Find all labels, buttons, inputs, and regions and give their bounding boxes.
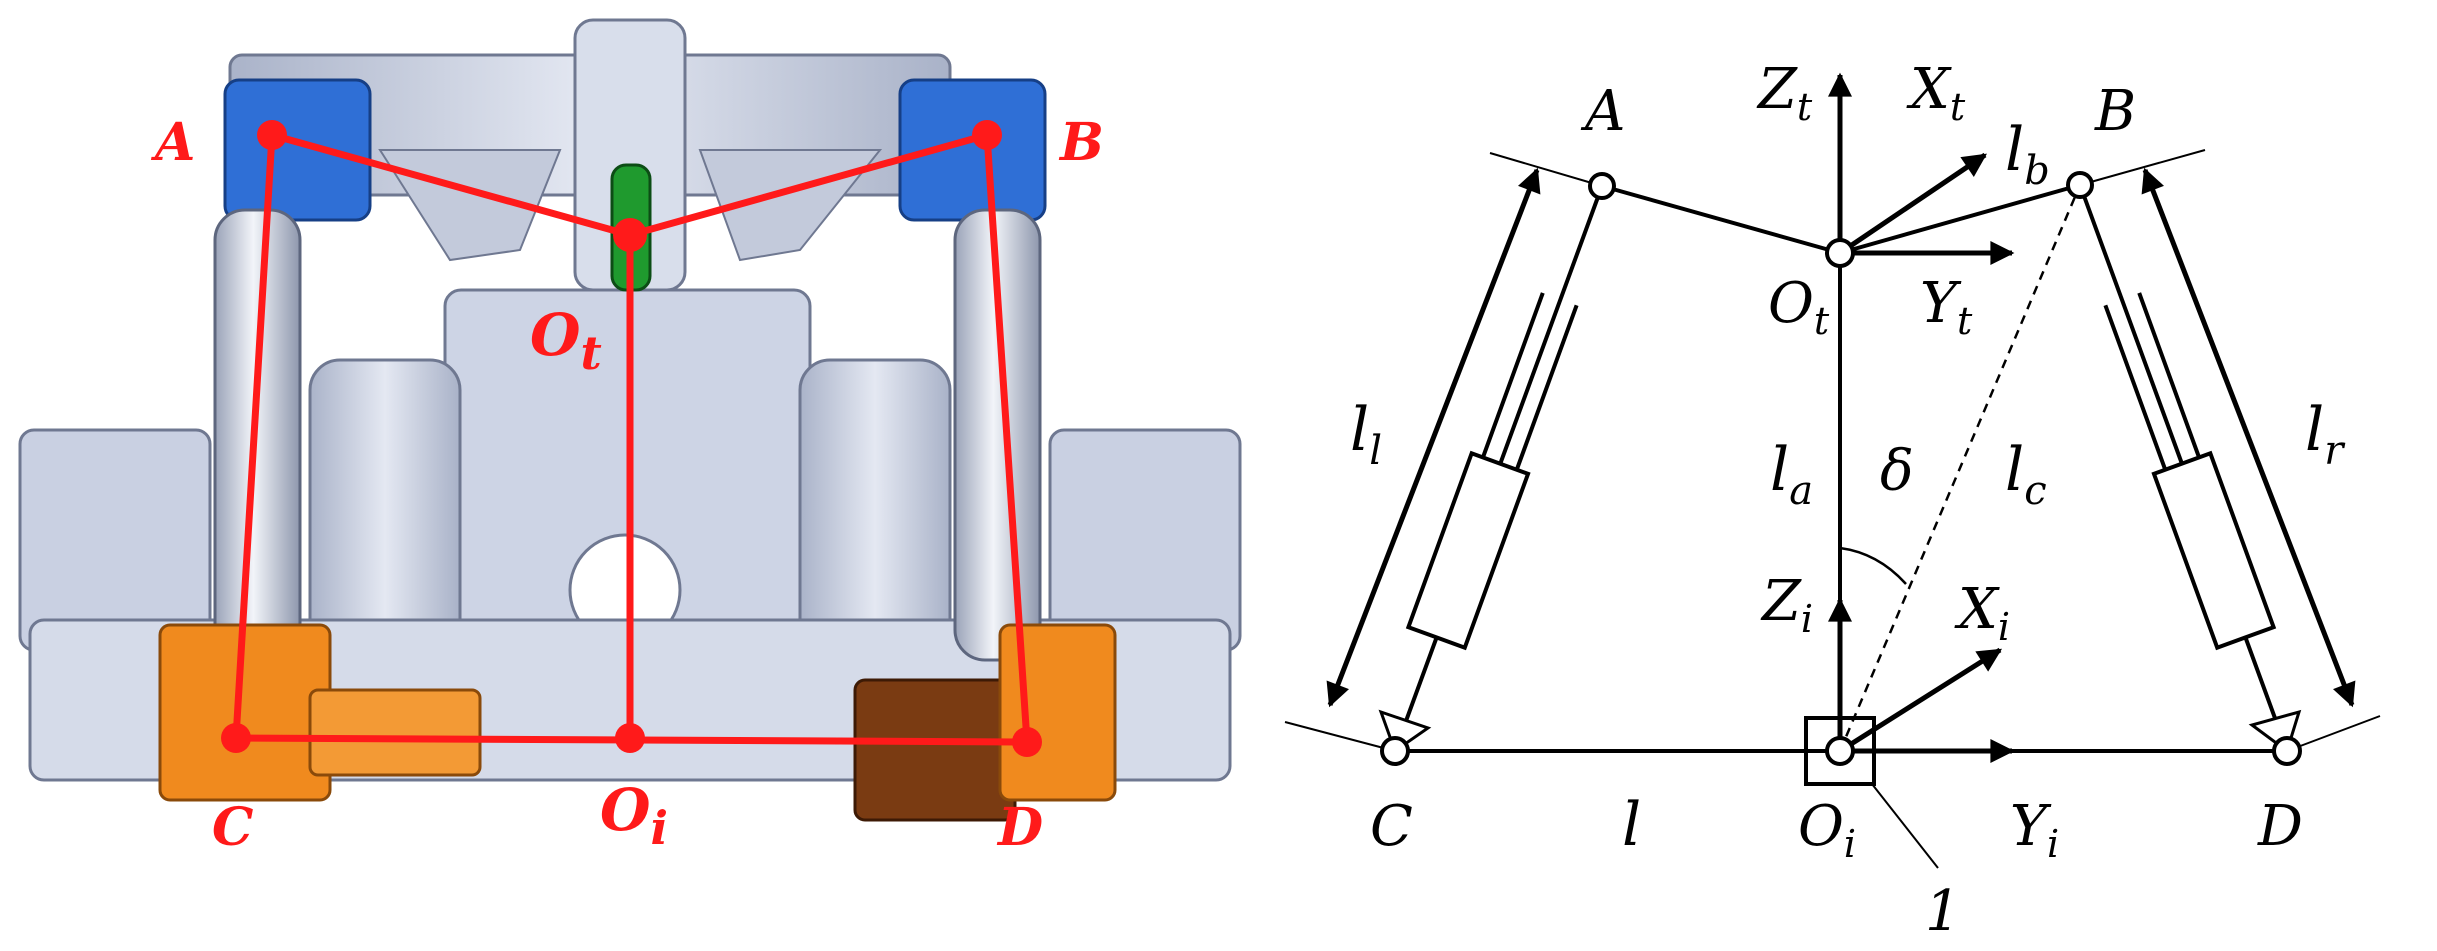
kinematic-schematic bbox=[1284, 72, 2381, 869]
bracket-orange-left bbox=[158, 623, 332, 802]
damper-right bbox=[953, 208, 1042, 662]
joint-B-schematic bbox=[2066, 171, 2094, 199]
ext-A bbox=[1489, 152, 1603, 187]
joint-B bbox=[972, 120, 1002, 150]
ext-D bbox=[2286, 715, 2381, 752]
axis-Xi bbox=[1838, 647, 2003, 754]
label-callout-1: 1 bbox=[1925, 879, 1961, 944]
joint-A bbox=[257, 120, 287, 150]
label-Xt: Xt bbox=[1906, 57, 1966, 129]
label-Oi: Oi bbox=[1798, 794, 1856, 866]
damper-symbol-right bbox=[2103, 292, 2277, 651]
joint-D bbox=[1012, 727, 1042, 757]
label-la: la bbox=[1770, 435, 1813, 514]
label-D-left: D bbox=[996, 797, 1043, 858]
label-Ot: Ot bbox=[1768, 271, 1830, 343]
joint-Ot-schematic bbox=[1825, 238, 1855, 268]
label-A: A bbox=[1580, 79, 1625, 144]
joint-A-schematic bbox=[1588, 172, 1616, 200]
callout-leader bbox=[1871, 783, 1939, 869]
angle-arc-delta bbox=[1839, 546, 1907, 585]
axis-Xt bbox=[1838, 152, 1987, 256]
label-C-left: C bbox=[212, 797, 253, 858]
label-Zi: Zi bbox=[1760, 569, 1813, 641]
mount-blue-left bbox=[223, 78, 372, 222]
label-B-left: B bbox=[1058, 112, 1104, 173]
joint-Oi bbox=[615, 723, 645, 753]
joint-C bbox=[221, 723, 251, 753]
side-block-right bbox=[1048, 428, 1242, 652]
bogie-cad-render: A B C D Ot Oi bbox=[18, 18, 1242, 858]
mechanism-joints bbox=[221, 120, 1042, 757]
drum-left bbox=[308, 358, 462, 662]
link-A-Ot bbox=[1601, 184, 1841, 255]
label-l: l bbox=[1622, 790, 1641, 860]
label-Yt: Yt bbox=[1920, 271, 1973, 343]
label-lc: lc bbox=[2005, 435, 2047, 514]
diag-Oi-B bbox=[1838, 184, 2082, 752]
link-Ot-B bbox=[1839, 183, 2081, 255]
label-Zt: Zt bbox=[1756, 57, 1813, 129]
arrow-ll bbox=[1326, 167, 1541, 708]
label-Yi: Yi bbox=[2010, 794, 2059, 866]
label-delta: δ bbox=[1880, 439, 1914, 504]
label-B: B bbox=[2094, 79, 2136, 144]
drum-right bbox=[798, 358, 952, 662]
joint-Oi-schematic bbox=[1825, 736, 1855, 766]
label-lr: lr bbox=[2305, 395, 2346, 474]
base-square bbox=[1804, 716, 1876, 786]
joint-D-schematic bbox=[2272, 736, 2302, 766]
joint-Ot bbox=[613, 218, 647, 252]
label-ll: ll bbox=[1350, 395, 1382, 474]
label-lb: lb bbox=[2005, 115, 2050, 194]
bracket-orange-right bbox=[998, 623, 1117, 802]
label-D: D bbox=[2257, 794, 2303, 859]
schematic-joints bbox=[1380, 171, 2302, 766]
label-A-left: A bbox=[150, 112, 195, 173]
damper-symbol-left bbox=[1405, 292, 1579, 651]
side-block-left bbox=[18, 428, 212, 652]
arrow-lr bbox=[2141, 167, 2356, 708]
label-C: C bbox=[1370, 794, 1413, 859]
ext-B bbox=[2079, 149, 2206, 186]
ext-C bbox=[1284, 721, 1396, 752]
joint-C-schematic bbox=[1380, 736, 1410, 766]
bracket-orange-mid bbox=[308, 688, 482, 777]
label-Oi-left: Oi bbox=[600, 776, 668, 855]
label-Xi: Xi bbox=[1954, 577, 2010, 649]
schematic-labels: A B C D Zt Xt Yt Ot Zi Xi Yi Oi ll lr la… bbox=[1350, 57, 2346, 944]
label-Ot-left: Ot bbox=[530, 301, 602, 380]
bracket-brown-right bbox=[853, 678, 1017, 822]
